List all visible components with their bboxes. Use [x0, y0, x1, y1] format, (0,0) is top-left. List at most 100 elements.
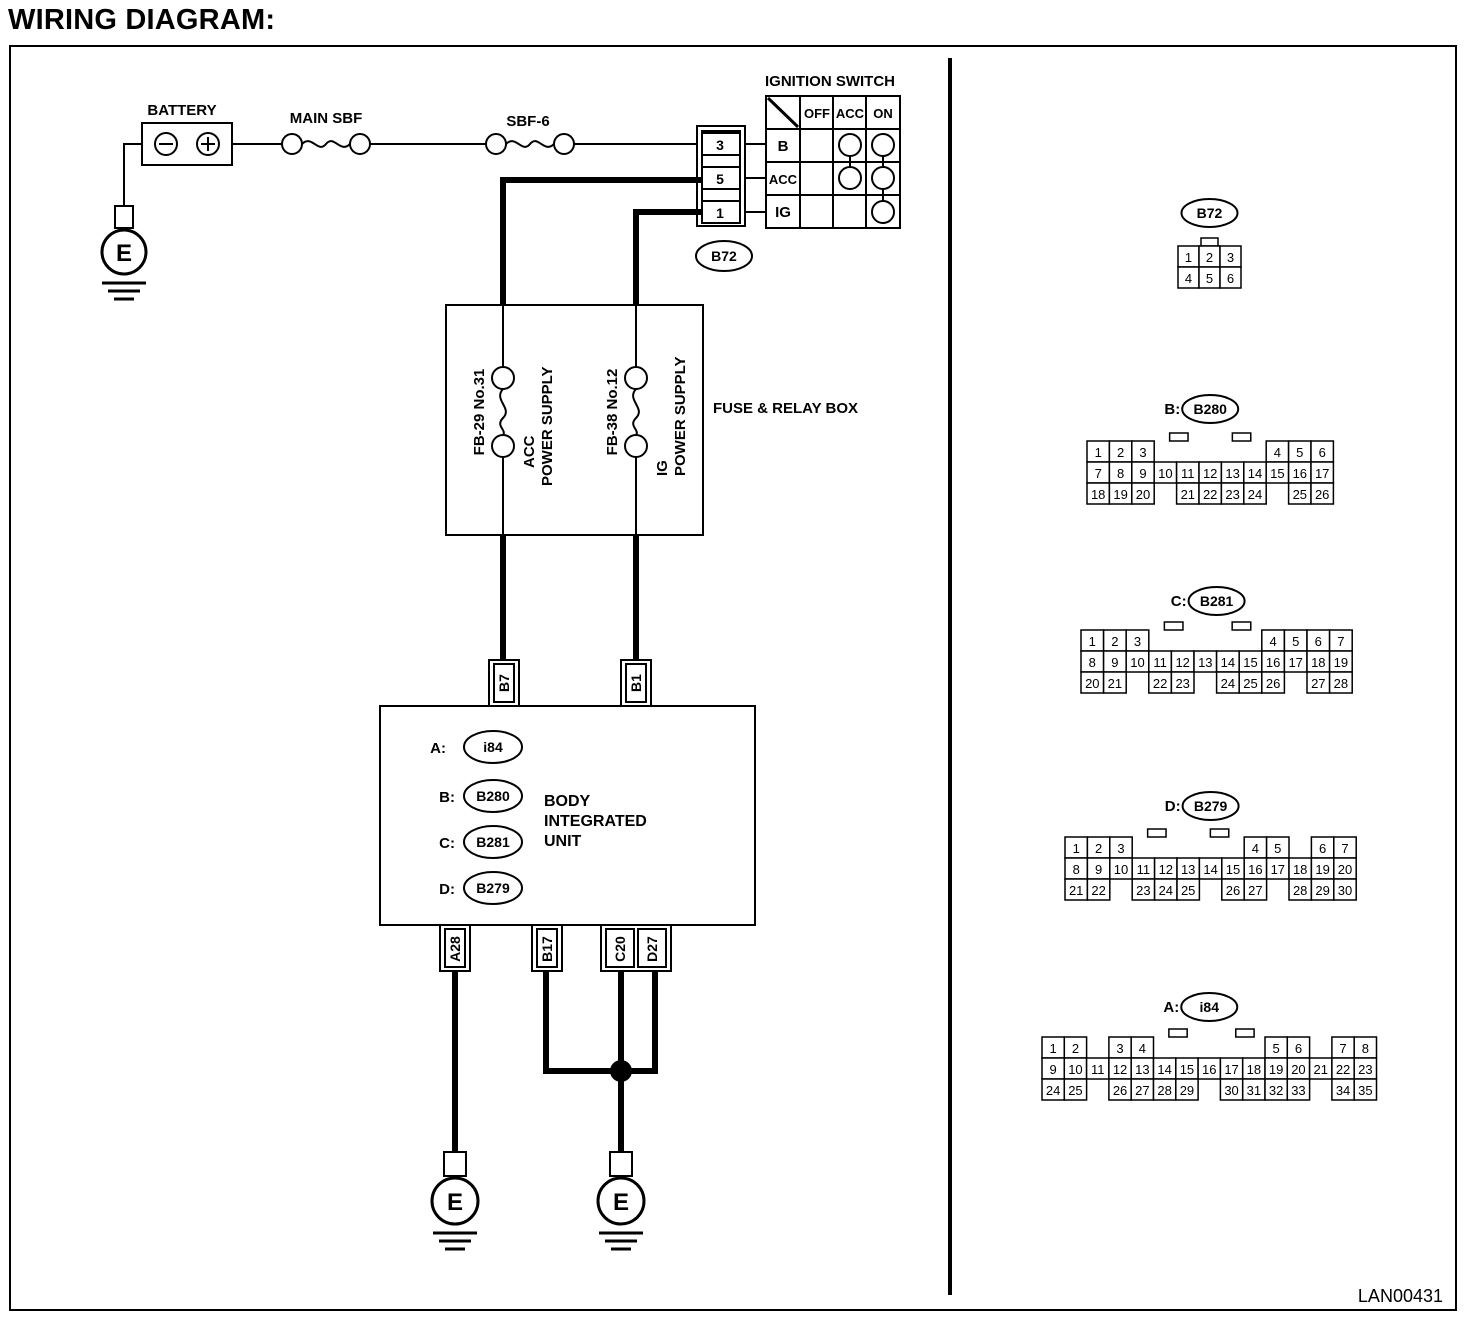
connector-pin-number: 25: [1181, 883, 1195, 898]
ground-label-c20: E: [613, 1189, 629, 1216]
connector-key: [1168, 1028, 1188, 1038]
b72-pin-1: 1: [701, 200, 741, 224]
connector-pin-number: 21: [1069, 883, 1083, 898]
connector-pin-number: 9: [1050, 1062, 1057, 1077]
connector-pin-number: 14: [1203, 862, 1217, 877]
connector-pin-number: 31: [1247, 1083, 1261, 1098]
connector-pin-number: 1: [1073, 841, 1080, 856]
connector-pin-number: 14: [1157, 1062, 1171, 1077]
connector-pin-number: 12: [1159, 862, 1173, 877]
connector-pin-number: 4: [1274, 445, 1281, 460]
connector-pin-number: 13: [1181, 862, 1195, 877]
connector-view-ref-b72: [1180, 198, 1239, 228]
connector-pin-number: 3: [1139, 445, 1146, 460]
pin-d27: D27: [644, 936, 660, 962]
fuse-fb29-line2: POWER SUPPLY: [539, 367, 556, 486]
body-unit-line1: BODY: [544, 793, 591, 810]
connector-pin-number: 24: [1221, 676, 1235, 691]
connector-pin-number: 21: [1314, 1062, 1328, 1077]
connector-pin-number: 2: [1111, 634, 1118, 649]
connector-pin-number: 27: [1248, 883, 1262, 898]
connector-pin-number: 4: [1185, 271, 1192, 286]
connector-pin-number: 1: [1089, 634, 1096, 649]
connector-view-letter-i84: A:: [1163, 999, 1179, 1016]
connector-pin-number: 7: [1337, 634, 1344, 649]
connector-pin-number: 18: [1247, 1062, 1261, 1077]
b72-pin-5: 5: [701, 166, 741, 190]
connector-key: [1146, 828, 1167, 838]
connector-pin-number: 9: [1139, 466, 1146, 481]
connector-pin-number: 24: [1248, 487, 1262, 502]
svg-text:i84: i84: [483, 739, 503, 755]
connector-pin-number: 2: [1095, 841, 1102, 856]
body-unit-connector-d: D: B279: [439, 871, 523, 905]
connector-pin-number: 4: [1252, 841, 1259, 856]
battery-label: BATTERY: [147, 102, 216, 119]
connector-key: [1163, 621, 1184, 631]
connector-pin-number: 7: [1339, 1041, 1346, 1056]
connector-pin-number: 18: [1091, 487, 1105, 502]
connector-pin-number: 29: [1180, 1083, 1194, 1098]
connector-view-code-b280: B280: [1193, 401, 1227, 417]
connector-pin-number: 2: [1206, 250, 1213, 265]
connector-pin-number: 17: [1315, 466, 1329, 481]
body-unit-connector-c: C: B281: [439, 825, 523, 859]
connector-view-code-b72: B72: [1197, 205, 1223, 221]
connector-pin-number: 13: [1198, 655, 1212, 670]
connector-pin-number: 20: [1291, 1062, 1305, 1077]
connector-view-code-b279: B279: [1194, 798, 1228, 814]
connector-pin-number: 24: [1046, 1083, 1060, 1098]
connector-pin-number: 26: [1113, 1083, 1127, 1098]
ignition-row-ig: IG: [775, 204, 791, 221]
connector-pin-number: 9: [1111, 655, 1118, 670]
connector-key: [1231, 621, 1252, 631]
connector-pin-number: 15: [1226, 862, 1240, 877]
connector-pin-number: 23: [1358, 1062, 1372, 1077]
connector-pin-number: 27: [1135, 1083, 1149, 1098]
connector-pin-number: 33: [1291, 1083, 1305, 1098]
connector-pin-number: 10: [1158, 466, 1172, 481]
connector-pin-number: 25: [1293, 487, 1307, 502]
body-unit-line3: UNIT: [544, 833, 582, 850]
connector-ref-b72-label: B72: [711, 248, 737, 264]
connector-pin-number: 23: [1175, 676, 1189, 691]
fuse-fb29-line1: ACC: [521, 435, 538, 468]
main-sbf-label: MAIN SBF: [290, 110, 363, 127]
svg-text:B279: B279: [476, 880, 510, 896]
connector-pin-number: 17: [1288, 655, 1302, 670]
battery-positive-symbol: ⊕: [0, 0, 1, 1]
battery-negative-symbol: ⊖: [0, 0, 1, 1]
connector-cell: [1243, 482, 1267, 505]
connector-view-code-i84: i84: [1200, 999, 1220, 1015]
connector-pin-number: 8: [1073, 862, 1080, 877]
connector-cell: [1176, 878, 1201, 901]
connector-pin-number: 26: [1266, 676, 1280, 691]
connector-pin-number: 3: [1116, 1041, 1123, 1056]
connector-pin-number: 1: [1185, 250, 1192, 265]
connector-pin-number: 22: [1203, 487, 1217, 502]
ignition-contacts: [838, 133, 895, 224]
connector-pin-number: 18: [1293, 862, 1307, 877]
connector-pin-number: 22: [1091, 883, 1105, 898]
connector-pin-number: 13: [1225, 466, 1239, 481]
connector-pin-number: 6: [1319, 841, 1326, 856]
connector-pin-number: 34: [1336, 1083, 1350, 1098]
body-integrated-unit: [379, 705, 756, 926]
svg-text:A:: A:: [430, 740, 446, 757]
connector-cell: [1328, 671, 1353, 694]
connector-pin-number: 2: [1072, 1041, 1079, 1056]
connector-pin-number: 9: [1095, 862, 1102, 877]
connector-pin-number: 6: [1319, 445, 1326, 460]
connector-key: [1235, 1028, 1255, 1038]
connector-pin-number: 10: [1068, 1062, 1082, 1077]
connector-cell: [1170, 671, 1195, 694]
connector-pin-number: 27: [1311, 676, 1325, 691]
pin-c20-d27: [600, 924, 672, 972]
connector-pin-number: 19: [1269, 1062, 1283, 1077]
connector-pin-number: 10: [1130, 655, 1144, 670]
connector-pin-number: 11: [1091, 1062, 1105, 1077]
connector-pin-number: 16: [1248, 862, 1262, 877]
connector-view-letter-b281: C:: [1171, 593, 1187, 610]
connector-cell: [1286, 1078, 1311, 1101]
